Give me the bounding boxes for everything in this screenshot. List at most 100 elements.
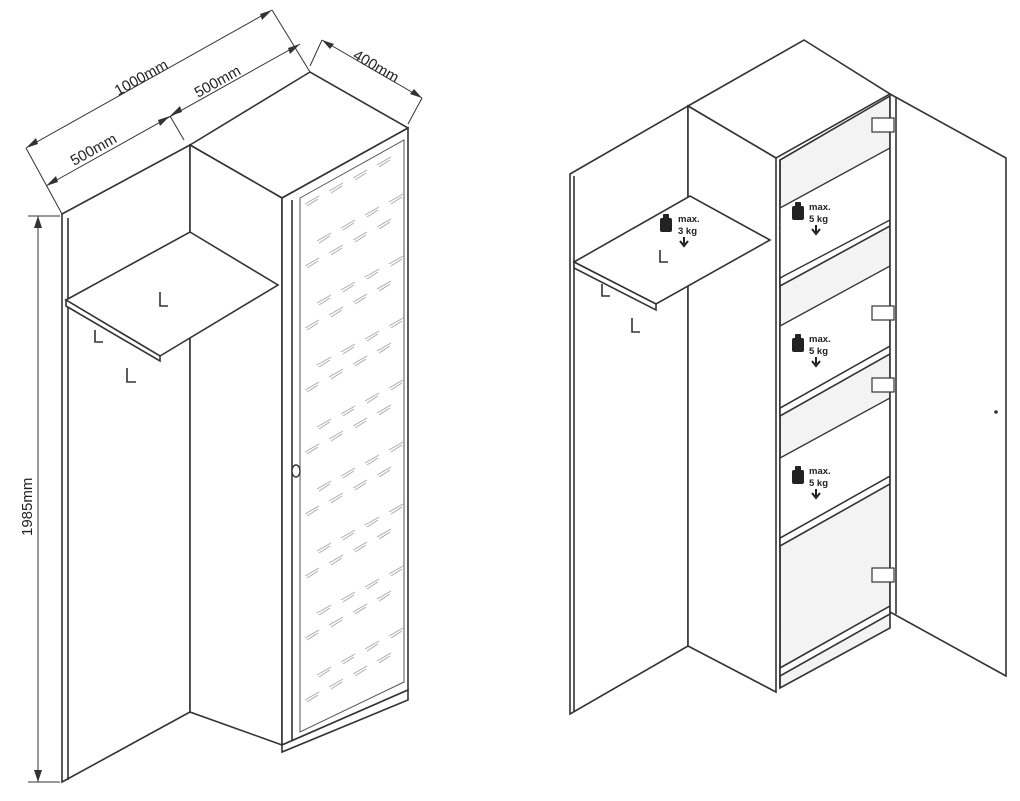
door-pattern-mark	[304, 381, 320, 393]
door-pattern-mark	[316, 294, 332, 306]
door-pattern-mark	[340, 529, 356, 541]
down-arrow-icon	[811, 225, 821, 236]
door-pattern-mark	[340, 405, 356, 417]
weight-icon	[792, 470, 804, 484]
door-pattern-mark	[328, 554, 344, 566]
door-pattern-mark	[376, 652, 392, 664]
load-weight-label: 5 kg	[809, 346, 828, 357]
door-pattern-mark	[304, 319, 320, 331]
down-arrow-icon	[811, 489, 821, 500]
door-pattern-mark	[376, 156, 392, 168]
load-label-hat-shelf: max. 3 kg	[660, 214, 700, 248]
door-pattern-mark	[364, 392, 380, 404]
door-pattern-mark	[328, 244, 344, 256]
door-pattern-mark	[376, 590, 392, 602]
door-pattern-mark	[340, 343, 356, 355]
door-pattern-mark	[340, 467, 356, 479]
door-pattern-mark	[304, 629, 320, 641]
door-pattern-mark	[316, 232, 332, 244]
load-weight-label: 5 kg	[809, 478, 828, 489]
height-label: 1985mm	[19, 478, 36, 536]
door-pattern-mark	[376, 528, 392, 540]
door-pattern-mark	[352, 603, 368, 615]
door-pattern-mark	[304, 257, 320, 269]
door-pattern-mark	[316, 480, 332, 492]
door-pattern-mark	[328, 678, 344, 690]
open-coat-panel	[569, 104, 689, 716]
door-pattern-mark	[376, 342, 392, 354]
load-label-shelf-2: max. 5 kg	[792, 334, 831, 368]
door-pattern-mark	[376, 466, 392, 478]
door-pattern-mark	[364, 206, 380, 218]
coat-panel	[61, 143, 191, 784]
down-arrow-icon	[811, 357, 821, 368]
door-pattern	[304, 156, 404, 703]
door-pattern-mark	[328, 492, 344, 504]
door-pattern-mark	[388, 441, 404, 453]
door-knob-icon	[291, 464, 301, 478]
load-label-shelf-1: max. 5 kg	[792, 202, 831, 236]
door-pattern-mark	[304, 443, 320, 455]
door-pattern-mark	[316, 542, 332, 554]
door-pattern-mark	[388, 379, 404, 391]
down-arrow-icon	[679, 237, 689, 248]
load-weight-label: 3 kg	[678, 226, 697, 237]
total-width-label: 1000mm	[112, 56, 171, 99]
door-pattern-mark	[376, 404, 392, 416]
door-pattern-mark	[328, 430, 344, 442]
hinge-icon	[871, 117, 895, 583]
door-pattern-mark	[388, 193, 404, 205]
door-pattern-mark	[388, 565, 404, 577]
door-pattern-mark	[304, 691, 320, 703]
door-pattern-mark	[340, 591, 356, 603]
door-pattern-mark	[316, 666, 332, 678]
coat-hook-icon	[601, 250, 668, 333]
door-pattern-mark	[352, 541, 368, 553]
door-pattern-mark	[340, 281, 356, 293]
door-pattern-mark	[352, 293, 368, 305]
door-pattern-mark	[352, 665, 368, 677]
left-section-width-label: 500mm	[68, 130, 120, 169]
door-pattern-mark	[364, 454, 380, 466]
door-pattern-mark	[328, 368, 344, 380]
interior-shelf-bottom	[779, 604, 891, 678]
door-pattern-mark	[388, 317, 404, 329]
door-pattern-mark	[376, 218, 392, 230]
door-pattern-mark	[316, 418, 332, 430]
load-max-label: max.	[678, 214, 700, 225]
load-max-label: max.	[809, 466, 831, 477]
closed-wardrobe-view: 1000mm 500mm 500mm 400mm	[19, 9, 423, 784]
door-pattern-mark	[352, 169, 368, 181]
weight-icon	[792, 338, 804, 352]
plinth	[281, 688, 409, 754]
right-section-width-label: 500mm	[192, 62, 244, 101]
door-pattern-mark	[304, 567, 320, 579]
weight-icon	[792, 206, 804, 220]
load-label-shelf-3: max. 5 kg	[792, 466, 831, 500]
door-pattern-mark	[364, 330, 380, 342]
door-pattern-mark	[328, 306, 344, 318]
load-max-label: max.	[809, 202, 831, 213]
door-pattern-mark	[364, 268, 380, 280]
door-pattern-mark	[364, 516, 380, 528]
door-knob-icon	[994, 410, 998, 414]
door-pattern-mark	[352, 355, 368, 367]
open-door	[889, 92, 1007, 678]
door-inner-frame	[299, 139, 405, 733]
door-pattern-mark	[364, 578, 380, 590]
door-pattern-mark	[376, 280, 392, 292]
cabinet-side	[189, 143, 283, 747]
door-pattern-mark	[316, 356, 332, 368]
door-pattern-mark	[316, 604, 332, 616]
door-pattern-mark	[304, 505, 320, 517]
dim-height: 1985mm	[19, 215, 60, 783]
door-pattern-mark	[364, 640, 380, 652]
door-pattern-mark	[340, 219, 356, 231]
door-pattern-mark	[388, 627, 404, 639]
door-pattern-mark	[328, 616, 344, 628]
depth-label: 400mm	[350, 47, 402, 87]
door-pattern-mark	[388, 255, 404, 267]
door-pattern-mark	[352, 479, 368, 491]
